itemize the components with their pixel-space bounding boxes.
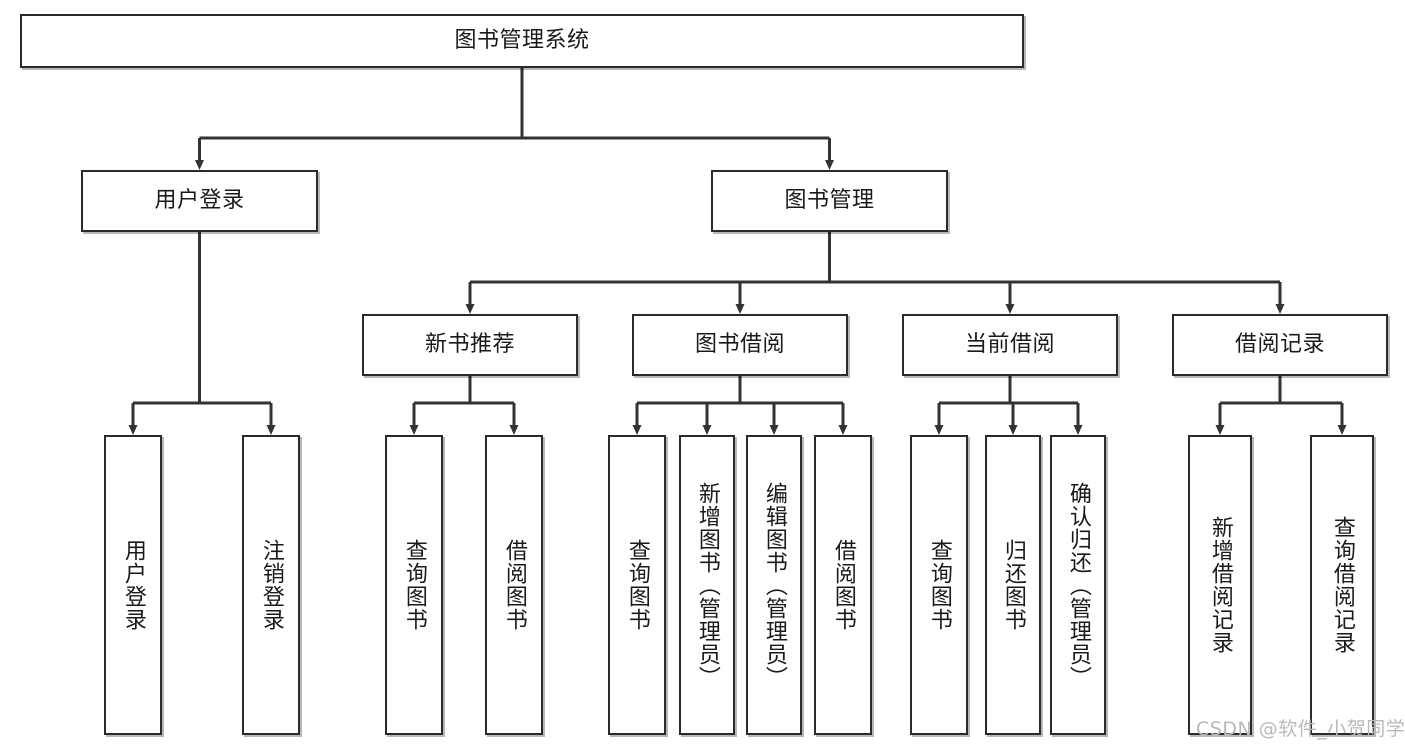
node-label-leaf-query-record: 查询借阅记录	[1329, 516, 1355, 654]
node-new-book-rec[interactable]: 新书推荐	[362, 314, 578, 376]
node-book-borrow[interactable]: 图书借阅	[632, 314, 848, 376]
node-label-leaf-logout: 注销登录	[258, 539, 284, 631]
node-leaf-add-record[interactable]: 新增借阅记录	[1188, 435, 1252, 735]
node-label-leaf-add-book: 新增图书（管理员）	[694, 481, 720, 689]
node-label-leaf-return-book: 归还图书	[1000, 539, 1026, 631]
node-leaf-user-login[interactable]: 用户登录	[104, 435, 162, 735]
node-label-leaf-query-book-2: 查询图书	[624, 539, 650, 631]
node-label-leaf-query-book-3: 查询图书	[926, 539, 952, 631]
node-leaf-borrow-book-2[interactable]: 借阅图书	[814, 435, 872, 735]
node-label-leaf-confirm-return: 确认归还（管理员）	[1065, 481, 1091, 689]
node-leaf-query-book-2[interactable]: 查询图书	[608, 435, 666, 735]
node-leaf-edit-book[interactable]: 编辑图书（管理员）	[746, 435, 802, 735]
node-label-leaf-borrow-book-2: 借阅图书	[830, 539, 856, 631]
node-label-leaf-query-book-1: 查询图书	[401, 539, 427, 631]
node-label-leaf-add-record: 新增借阅记录	[1207, 516, 1233, 654]
node-leaf-logout[interactable]: 注销登录	[242, 435, 300, 735]
node-borrow-record[interactable]: 借阅记录	[1172, 314, 1388, 376]
node-label-book-manage: 图书管理	[784, 187, 875, 213]
node-label-current-borrow: 当前借阅	[964, 331, 1055, 357]
node-label-borrow-record: 借阅记录	[1234, 331, 1325, 357]
node-leaf-query-book-3[interactable]: 查询图书	[910, 435, 968, 735]
node-leaf-borrow-book-1[interactable]: 借阅图书	[485, 435, 543, 735]
node-leaf-query-book-1[interactable]: 查询图书	[385, 435, 443, 735]
node-leaf-confirm-return[interactable]: 确认归还（管理员）	[1050, 435, 1106, 735]
node-leaf-query-record[interactable]: 查询借阅记录	[1310, 435, 1374, 735]
node-label-leaf-user-login: 用户登录	[120, 539, 146, 631]
node-label-user-login: 用户登录	[154, 187, 245, 213]
node-label-root: 图书管理系统	[454, 27, 590, 53]
node-root[interactable]: 图书管理系统	[20, 14, 1024, 68]
node-current-borrow[interactable]: 当前借阅	[902, 314, 1118, 376]
node-label-leaf-edit-book: 编辑图书（管理员）	[761, 481, 787, 689]
node-leaf-return-book[interactable]: 归还图书	[985, 435, 1041, 735]
node-book-manage[interactable]: 图书管理	[711, 170, 948, 232]
node-label-new-book-rec: 新书推荐	[424, 331, 515, 357]
node-label-book-borrow: 图书借阅	[694, 331, 785, 357]
node-leaf-add-book[interactable]: 新增图书（管理员）	[679, 435, 735, 735]
node-label-leaf-borrow-book-1: 借阅图书	[501, 539, 527, 631]
node-user-login[interactable]: 用户登录	[81, 170, 318, 232]
